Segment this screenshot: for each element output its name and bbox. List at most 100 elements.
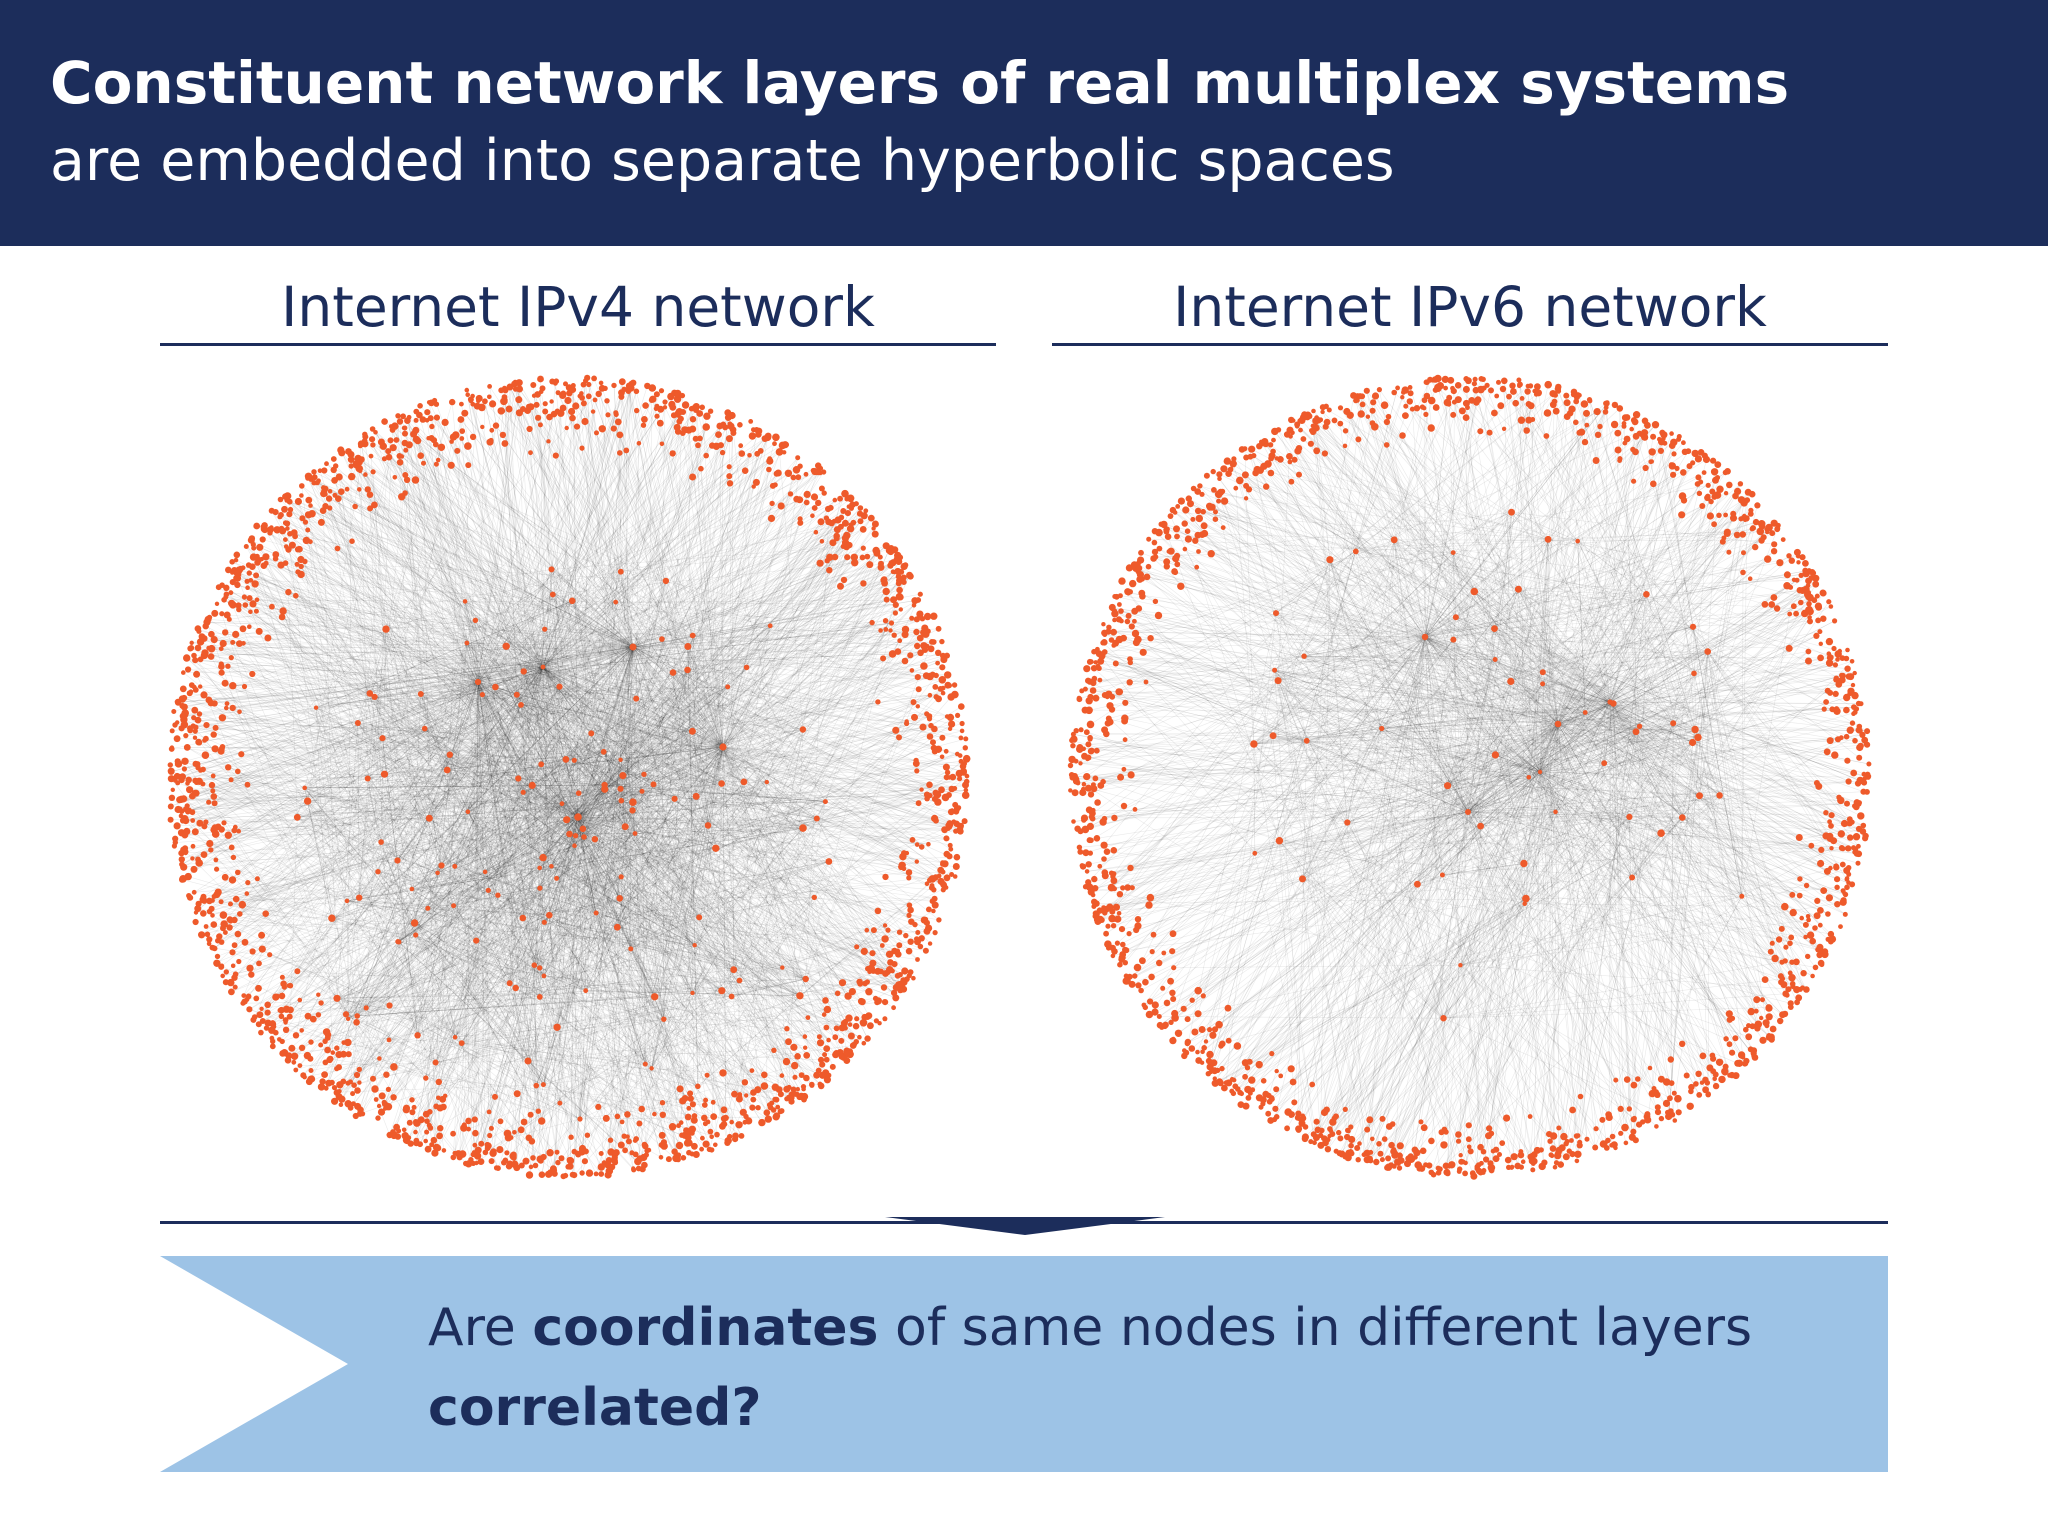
ipv4-node: [396, 459, 404, 466]
ipv4-edge: [542, 666, 918, 960]
ipv4-edge: [416, 439, 575, 846]
ipv4-node: [947, 808, 955, 816]
ipv4-node: [480, 424, 485, 430]
ipv4-edge: [353, 816, 579, 1104]
ipv4-node: [621, 386, 627, 392]
ipv4-edge: [392, 429, 545, 923]
ipv4-edge: [816, 723, 952, 819]
ipv4-edge: [247, 769, 448, 883]
ipv4-edge: [581, 646, 634, 1153]
ipv4-node: [471, 1150, 477, 1155]
ipv4-node: [206, 897, 213, 905]
ipv4-edge: [694, 528, 851, 946]
ipv4-edge: [722, 746, 938, 803]
ipv4-node: [878, 560, 884, 567]
ipv4-node: [345, 1080, 351, 1086]
ipv4-node: [304, 511, 312, 519]
ipv4-edge: [181, 746, 724, 812]
ipv4-edge: [542, 666, 886, 940]
ipv4-node: [538, 389, 544, 394]
ipv4-node: [488, 1125, 494, 1131]
ipv4-edge: [304, 787, 682, 1123]
ipv4-edge: [641, 571, 902, 1110]
ipv4-node: [333, 463, 339, 469]
ipv4-edge: [243, 754, 451, 996]
ipv4-edge: [362, 681, 479, 1114]
ipv4-edge: [187, 746, 724, 748]
ipv4-node: [234, 581, 241, 589]
ipv4-edge: [334, 646, 634, 1102]
ipv4-edge: [449, 576, 899, 755]
ipv4-edge: [632, 382, 709, 826]
ipv4-edge: [632, 651, 899, 803]
ipv4-edge: [577, 730, 963, 818]
ipv4-node: [859, 998, 866, 1006]
ipv4-node: [183, 654, 191, 662]
ipv4-node: [706, 1146, 713, 1153]
ipv4-node: [353, 1019, 360, 1026]
ipv4-node: [907, 652, 914, 659]
ipv4-edge: [542, 666, 889, 931]
ipv4-node: [244, 781, 251, 788]
ipv4-edge: [617, 927, 622, 1146]
ipv4-edge: [661, 639, 741, 1098]
ipv4-edge: [429, 817, 798, 1090]
ipv4-node: [877, 554, 883, 560]
ipv4-edge: [692, 425, 721, 732]
ipv4-node: [192, 724, 199, 731]
ipv4-edge: [500, 580, 667, 1122]
ipv4-edge: [364, 440, 771, 627]
ipv4-edge: [329, 507, 634, 648]
ipv4-node: [299, 483, 305, 489]
ipv4-edge: [636, 698, 928, 932]
ipv4-edge: [515, 389, 579, 818]
ipv4-node: [873, 1018, 880, 1024]
ipv4-edge: [577, 816, 852, 1037]
ipv4-node: [869, 959, 877, 967]
ipv4-node: [329, 1079, 335, 1086]
ipv4-edge: [203, 694, 516, 989]
ipv4-edge: [522, 751, 935, 919]
ipv4-node: [281, 505, 288, 513]
ipv4-node: [689, 1130, 695, 1136]
ipv4-node: [549, 378, 556, 385]
ipv4-edge: [628, 388, 724, 748]
ipv4-node: [920, 662, 928, 670]
ipv4-edge: [184, 646, 634, 716]
ipv4-edge: [359, 738, 966, 898]
ipv4-node: [905, 869, 913, 876]
ipv4-edge: [582, 828, 908, 980]
ipv4-node: [933, 694, 940, 700]
ipv4-node: [473, 937, 480, 944]
ipv4-node: [263, 1025, 270, 1031]
ipv4-edge: [604, 789, 679, 1160]
ipv4-node: [546, 439, 551, 444]
ipv4-edge: [531, 785, 663, 1103]
ipv4-node: [761, 435, 769, 442]
ipv4-edge: [553, 980, 740, 1171]
ipv4-edge: [300, 559, 586, 991]
ipv4-edge: [417, 440, 558, 1028]
ipv4-node: [903, 932, 909, 939]
ipv4-node: [600, 748, 607, 755]
ipv4-node: [604, 398, 610, 404]
ipv4-node: [277, 561, 285, 569]
ipv4-node: [915, 957, 920, 962]
ipv4-edge: [225, 596, 489, 891]
ipv4-edge: [397, 622, 873, 942]
ipv4-node: [719, 1122, 726, 1130]
ipv4-node: [674, 392, 680, 398]
ipv4-node: [248, 578, 254, 583]
ipv4-edge: [569, 861, 830, 1160]
ipv4-node: [341, 1040, 347, 1045]
ipv4-edge: [191, 601, 616, 644]
ipv4-node: [937, 686, 944, 692]
ipv4-node: [659, 441, 665, 447]
ipv4-node: [538, 1171, 546, 1178]
ipv4-edge: [533, 395, 655, 997]
ipv4-node: [935, 625, 942, 632]
ipv4-edge: [420, 693, 955, 789]
ipv4-node: [906, 571, 913, 579]
ipv4-edge: [328, 681, 479, 1084]
ipv4-node: [939, 638, 945, 645]
